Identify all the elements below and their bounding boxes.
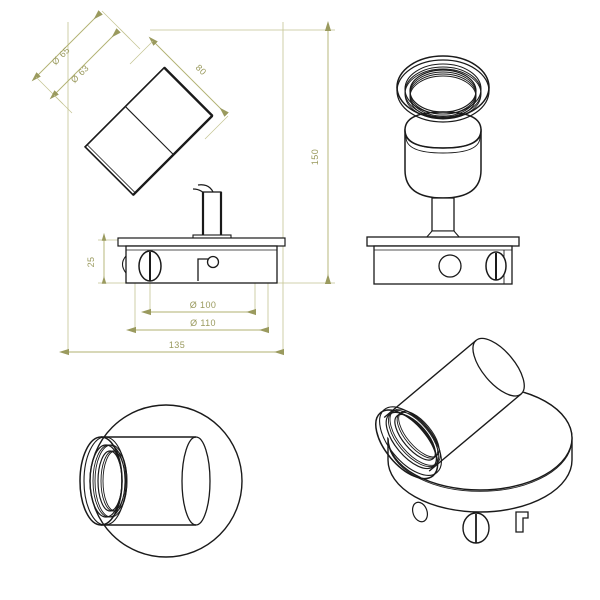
front-lens-bezel-rings	[396, 55, 490, 123]
top-plan-view	[79, 404, 243, 558]
lamp-head-tilted	[83, 66, 214, 197]
side-section-view	[83, 66, 286, 284]
dimension-lines: Ø 65 Ø 63 80 150 25 Ø 100	[31, 10, 332, 356]
dimension-dia63	[49, 28, 141, 114]
top-lamp-head	[79, 436, 211, 526]
front-elevation-view	[366, 55, 520, 285]
dimension-label-len80: 80	[194, 63, 209, 78]
base-assembly	[117, 237, 286, 284]
support-stem	[192, 191, 232, 241]
dimension-dia65	[31, 10, 131, 105]
dimension-label-dia110: Ø 110	[190, 318, 216, 328]
dimension-label-dia65: Ø 65	[50, 45, 72, 67]
front-support-stem	[424, 197, 462, 239]
dimension-label-h150: 150	[310, 149, 320, 165]
dimension-label-dia100: Ø 100	[190, 300, 217, 310]
front-lamp-head	[404, 111, 482, 199]
dimension-len80	[129, 36, 229, 140]
isometric-3d-view	[375, 337, 573, 544]
dimension-label-h25: 25	[86, 257, 96, 268]
front-mounting-hole	[438, 254, 462, 278]
dimension-label-dia63: Ø 63	[69, 63, 91, 85]
iso-lamp-head	[375, 337, 525, 480]
dimension-label-w135: 135	[169, 340, 185, 350]
front-base-assembly	[366, 236, 520, 285]
